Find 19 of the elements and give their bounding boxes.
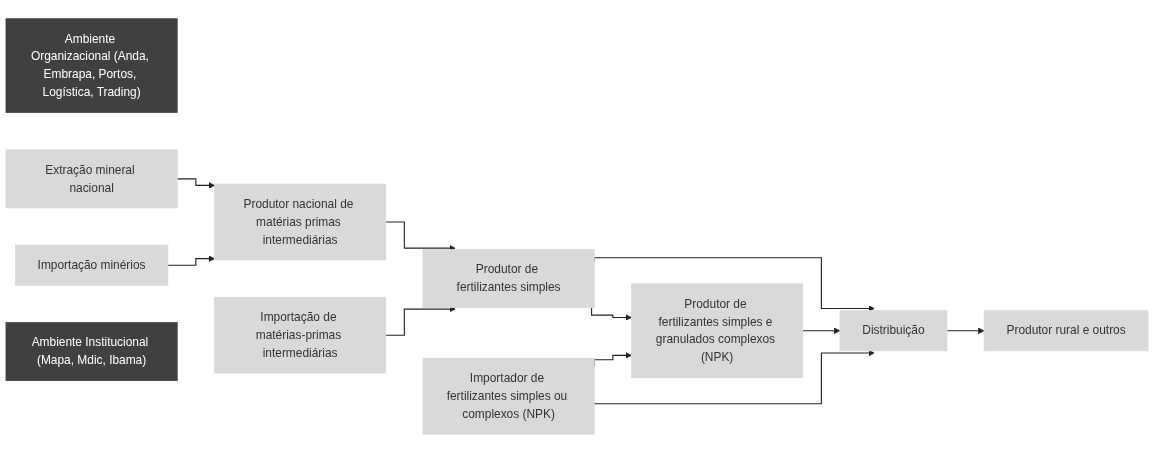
node-box: Produtor de fertilizantes simples e granulados complexos (NPK) <box>631 283 804 379</box>
node-box: Importação minérios <box>14 244 169 286</box>
arrow <box>167 255 215 266</box>
node-box: Produtor de fertilizantes simples <box>422 249 595 309</box>
node-box: Produtor rural e outros <box>983 310 1149 352</box>
arrow <box>802 327 841 335</box>
node-box: Distribuição <box>839 310 948 352</box>
node-box: Extração mineral nacional <box>5 149 178 209</box>
node-box: Ambiente Institucional (Mapa, Mdic, Ibama) <box>5 322 178 381</box>
node-box: Produtor nacional de matérias primas intermediárias <box>214 183 387 261</box>
arrow <box>593 257 875 312</box>
node-box: Importação de matérias-primas intermediárias <box>214 296 387 374</box>
arrow <box>591 307 632 321</box>
arrow <box>946 327 985 335</box>
arrow <box>385 221 456 252</box>
node-box: Importador de fertilizantes simples ou complexos (NPK) <box>422 357 595 435</box>
arrow <box>176 178 215 189</box>
arrow <box>385 305 456 336</box>
node-box: Ambiente Organizacional (Anda, Embrapa, Portos, Logística, Trading) <box>5 18 178 113</box>
